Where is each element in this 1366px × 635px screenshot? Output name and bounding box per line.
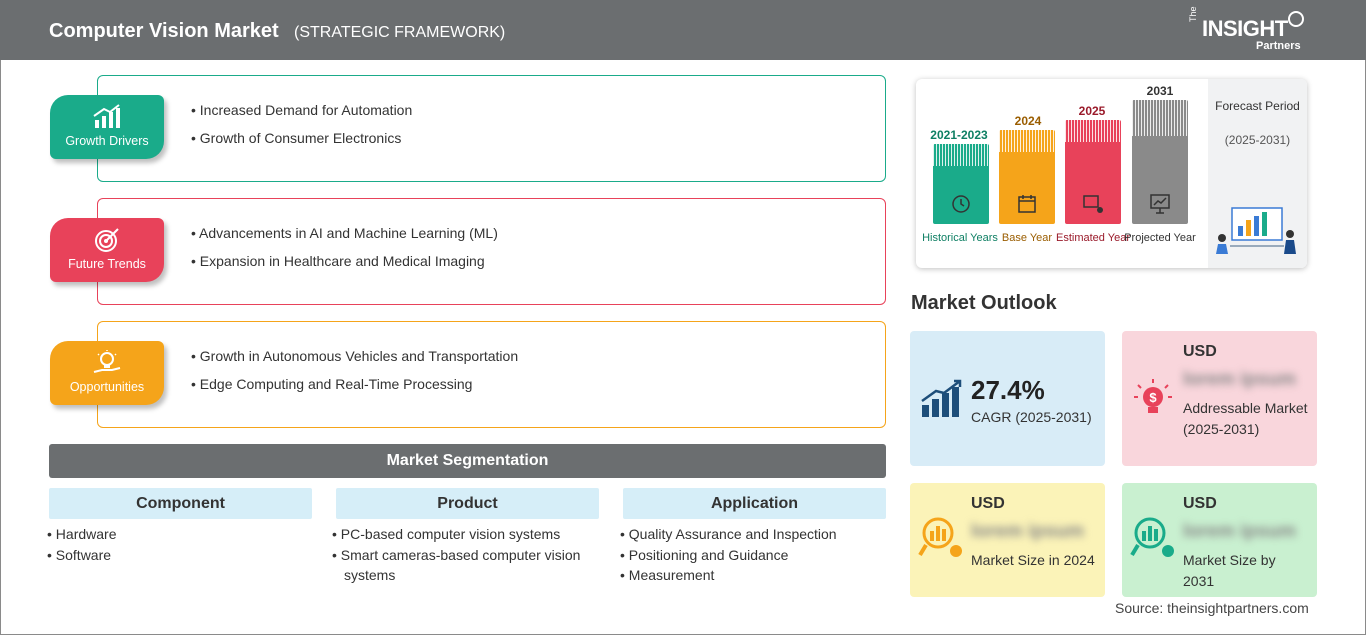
analytics-people-icon [1216, 207, 1296, 254]
timeline-year-historical: 2021-2023 [930, 128, 988, 142]
list-item: Positioning and Guidance [620, 545, 885, 566]
market-size-2031-currency: USD [1183, 495, 1217, 512]
forecast-range: (2025-2031) [1224, 133, 1291, 147]
market-size-2024-currency: USD [971, 495, 1005, 512]
timeline-bar-base [999, 130, 1055, 224]
cagr-label: CAGR (2025-2031) [971, 409, 1092, 425]
list-item: Increased Demand for Automation [191, 96, 412, 124]
market-size-2031-value: lorem ipsum [1183, 521, 1296, 542]
list-item: PC-based computer vision systems [332, 524, 607, 545]
svg-text:$: $ [1149, 390, 1157, 405]
future-trends-box: Advancements in AI and Machine Learning … [97, 198, 886, 305]
addressable-currency: USD [1183, 343, 1217, 360]
timeline-bar-historical [933, 144, 989, 224]
market-size-2024-value: lorem ipsum [971, 521, 1084, 542]
segment-heading-component: Component [49, 488, 312, 519]
segment-heading-product: Product [336, 488, 599, 519]
segment-heading-application: Application [623, 488, 886, 519]
opportunities-box: Growth in Autonomous Vehicles and Transp… [97, 321, 886, 428]
magnifier-chart-icon [1130, 517, 1174, 557]
list-item: Quality Assurance and Inspection [620, 524, 885, 545]
timeline-year-estimated: 2025 [1078, 104, 1106, 118]
list-item: Software [47, 545, 307, 566]
cagr-card: 27.4% CAGR (2025-2031) [910, 331, 1105, 466]
opportunities-badge: Opportunities [50, 341, 164, 405]
source-note: Source: theinsightpartners.com [1115, 600, 1309, 616]
segment-list-product: PC-based computer vision systems Smart c… [332, 524, 607, 586]
timeline-label-projected: Projected Year [1124, 232, 1196, 244]
market-segmentation-bar: Market Segmentation [49, 444, 886, 478]
bar-growth-icon [93, 104, 120, 128]
list-item: Smart cameras-based computer vision syst… [332, 545, 607, 586]
page-subtitle: (STRATEGIC FRAMEWORK) [294, 24, 506, 41]
history-clock-icon [952, 195, 970, 213]
addressable-value: lorem ipsum [1183, 369, 1296, 390]
page-title: Computer Vision Market [49, 20, 279, 42]
list-item: Edge Computing and Real-Time Processing [191, 370, 518, 398]
growth-drivers-box: Increased Demand for Automation Growth o… [97, 75, 886, 182]
calendar-icon [1018, 195, 1036, 213]
market-size-2024-label: Market Size in 2024 [971, 552, 1095, 568]
timeline-label-estimated: Estimated Year [1056, 232, 1130, 244]
money-bulb-icon: $ [1134, 379, 1172, 413]
addressable-market-card: $ USD lorem ipsum Addressable Market (20… [1122, 331, 1317, 466]
logo-magnifier-icon [1288, 11, 1304, 27]
list-item: Measurement [620, 565, 885, 586]
list-item: Expansion in Healthcare and Medical Imag… [191, 247, 498, 275]
target-icon [95, 228, 119, 252]
timeline-label-historical: Historical Years [922, 232, 998, 244]
cagr-value: 27.4% [971, 375, 1045, 405]
segment-list-application: Quality Assurance and Inspection Positio… [620, 524, 885, 586]
timeline-label-base: Base Year [1001, 232, 1053, 244]
growth-drivers-badge: Growth Drivers [50, 95, 164, 159]
magnifier-chart-icon [918, 517, 962, 557]
list-item: Advancements in AI and Machine Learning … [191, 219, 498, 247]
timeline-year-projected: 2031 [1146, 84, 1174, 98]
market-outlook-title: Market Outlook [911, 292, 1057, 314]
market-size-2031-card: USD lorem ipsum Market Size by 2031 [1122, 483, 1317, 597]
lightbulb-hand-icon [93, 350, 121, 373]
timeline-bar-projected [1132, 100, 1188, 224]
list-item: Hardware [47, 524, 307, 545]
addressable-label: Addressable Market (2025-2031) [1183, 400, 1308, 437]
growth-chart-icon [921, 379, 962, 417]
future-trends-badge: Future Trends [50, 218, 164, 282]
list-item: Growth in Autonomous Vehicles and Transp… [191, 342, 518, 370]
forecast-title: Forecast Period [1215, 99, 1300, 113]
header-bar: Computer Vision Market (STRATEGIC FRAMEW… [0, 0, 1366, 60]
list-item: Growth of Consumer Electronics [191, 124, 412, 152]
market-size-2024-card: USD lorem ipsum Market Size in 2024 [910, 483, 1105, 597]
market-size-2031-label: Market Size by 2031 [1183, 552, 1276, 589]
insight-partners-logo[interactable]: The INSIGHT Partners [1188, 6, 1313, 54]
estimate-chart-icon [1083, 195, 1103, 213]
timeline-bar-estimated [1065, 120, 1121, 224]
segment-list-component: Hardware Software [47, 524, 307, 565]
timeline-year-base: 2024 [1014, 114, 1042, 128]
projection-board-icon [1150, 194, 1170, 214]
